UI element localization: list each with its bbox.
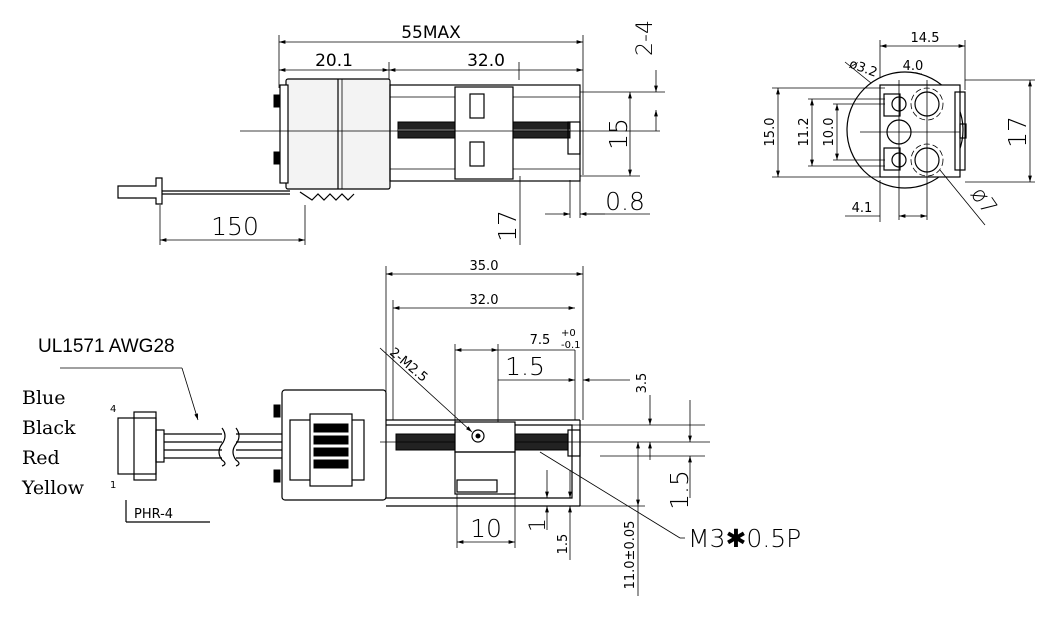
end-frame xyxy=(879,84,961,178)
end-dim-center: 4.0 xyxy=(903,59,924,74)
top-view: 55MAX 20.1 32.0 150 xyxy=(117,20,665,245)
end-dim-dia: ø7 xyxy=(965,183,1001,220)
side-dim-15c: 1.5 xyxy=(556,534,571,555)
side-dim-32: 32.0 xyxy=(470,293,499,308)
cable-spec: UL1571 AWG28 xyxy=(38,336,175,357)
end-dim-h17: 17 xyxy=(1003,116,1032,148)
end-dim-h112: 11.2 xyxy=(797,118,812,147)
side-dim-35b: 3.5 xyxy=(635,373,650,394)
pin-bottom: 1 xyxy=(110,480,116,491)
side-view: UL1571 AWG28 Blue Black Red Yellow 4 1 P… xyxy=(21,259,801,596)
side-dim-75-tol-up: +0 xyxy=(561,328,576,339)
dim-screw: 32.0 xyxy=(467,51,505,71)
connector-label: PHR-4 xyxy=(134,507,173,522)
wire-black: Black xyxy=(22,417,76,439)
side-dim-15a: 1.5 xyxy=(505,352,545,381)
side-dim-35: 35.0 xyxy=(470,259,499,274)
motor-end-cap xyxy=(279,84,289,184)
wire-blue: Blue xyxy=(22,387,66,409)
dim-gap: 2-4 xyxy=(633,20,658,56)
side-dim-75: 7.5 xyxy=(530,333,551,348)
side-dim-15b: 1.5 xyxy=(665,470,694,510)
connector-side xyxy=(117,417,157,475)
end-dim-left: 4.1 xyxy=(852,201,873,216)
side-dim-10: 10 xyxy=(470,514,502,543)
side-dim-75-tol-dn: -0.1 xyxy=(561,340,581,351)
pin-top: 4 xyxy=(110,404,116,415)
dim-offset: 0.8 xyxy=(605,187,645,216)
side-dim-1: 1 xyxy=(526,518,551,532)
wire-red: Red xyxy=(22,447,60,469)
end-dim-h15: 15.0 xyxy=(763,118,778,147)
side-slider xyxy=(454,421,516,453)
end-dim-h10: 10.0 xyxy=(822,118,837,147)
end-dim-width: 14.5 xyxy=(911,31,940,46)
dim-overall: 55MAX xyxy=(401,23,461,43)
dim-height: 15 xyxy=(604,118,633,150)
dim-cable: 150 xyxy=(211,212,259,241)
dim-17: 17 xyxy=(493,210,522,242)
dim-motor: 20.1 xyxy=(315,51,353,71)
side-dim-11: 11.0±0.05 xyxy=(623,521,638,590)
screw-spec: M3✱0.5P xyxy=(688,524,801,553)
wire-yellow: Yellow xyxy=(21,477,85,499)
end-view: 14.5 4.0 ø3.2 15.0 11.2 10.0 xyxy=(763,31,1035,226)
connector-top xyxy=(117,177,163,205)
